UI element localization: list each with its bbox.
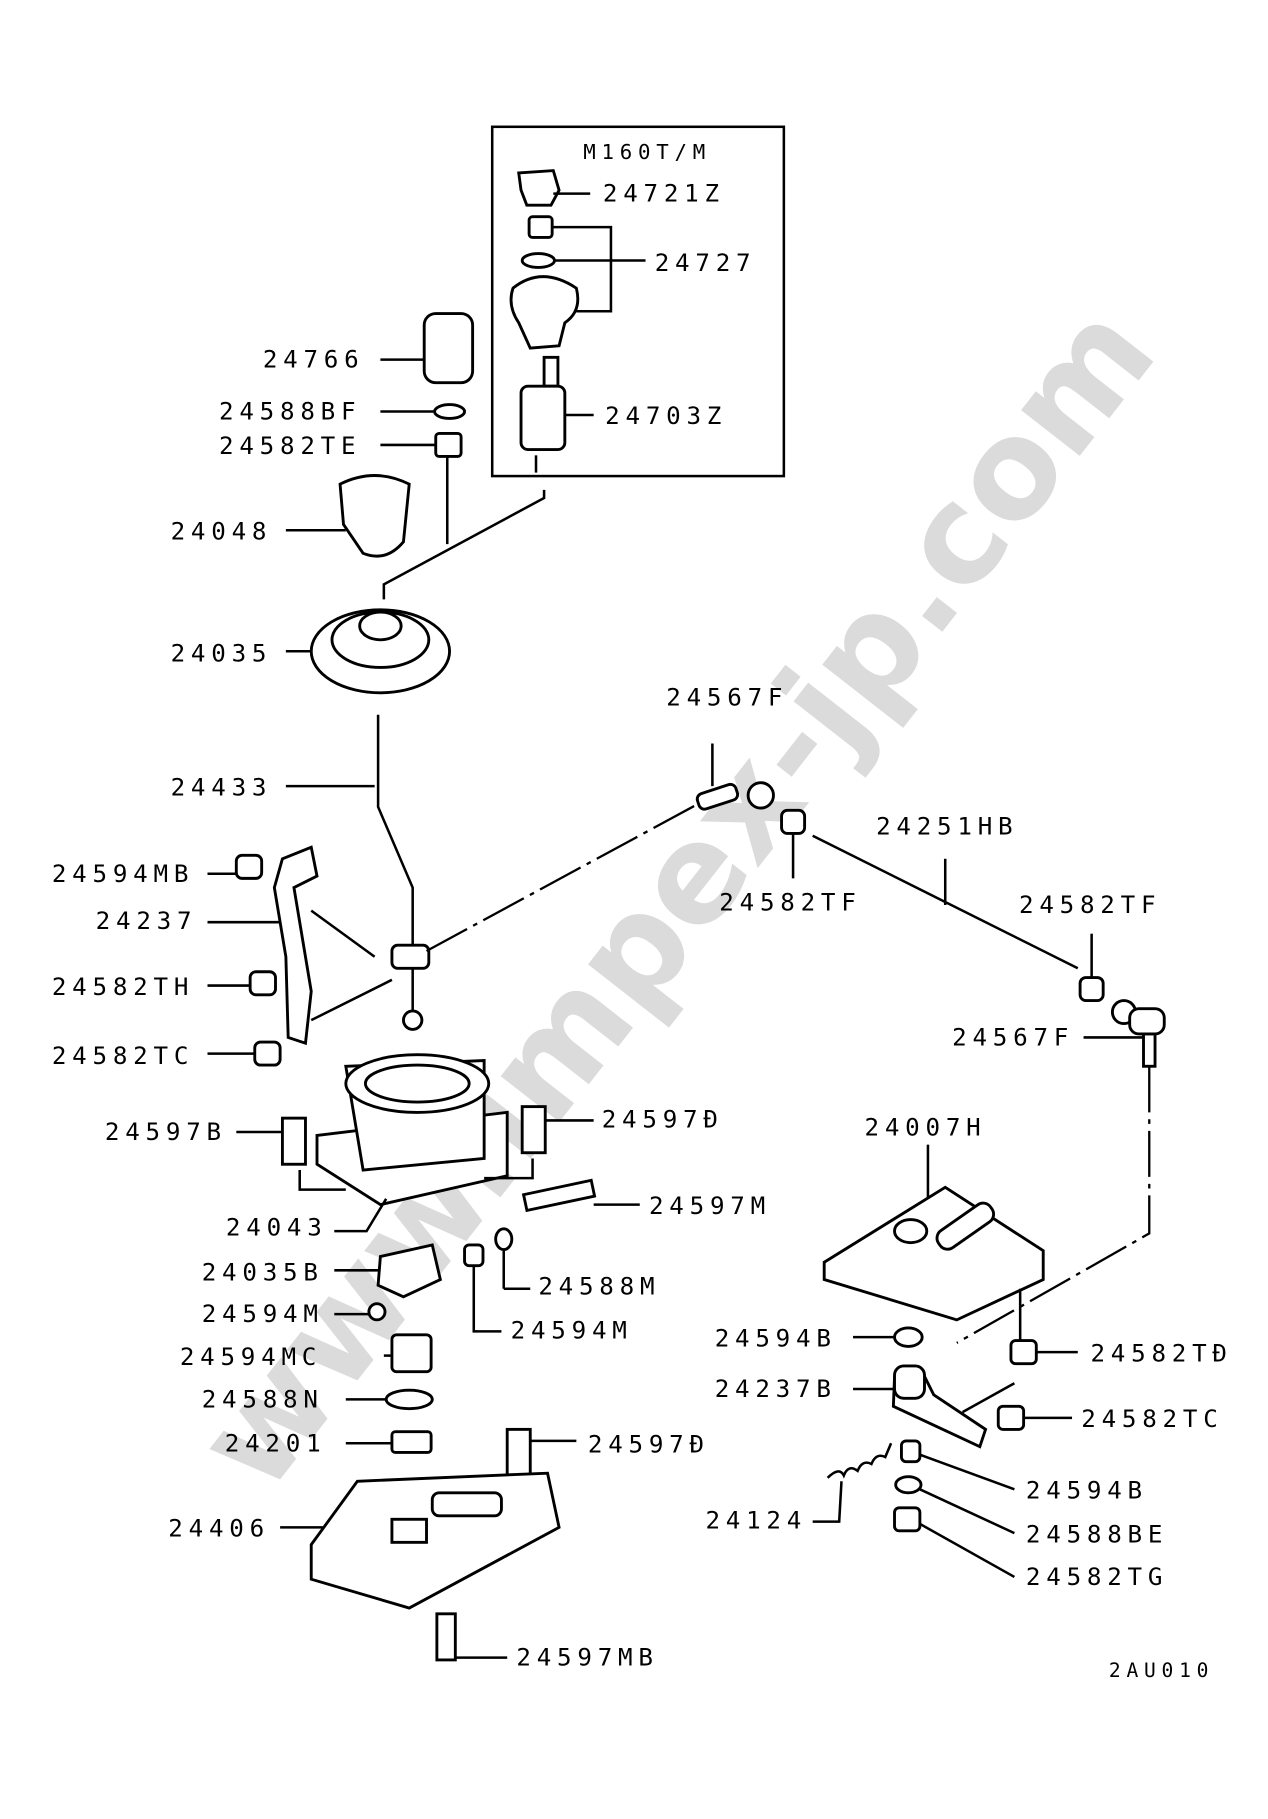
part-label-24035B[interactable]: 24035B: [202, 1259, 324, 1287]
part-label-24582TE[interactable]: 24582TE: [219, 432, 361, 460]
part-label-24567F-right[interactable]: 24567F: [952, 1024, 1074, 1052]
part-label-24035[interactable]: 24035: [171, 640, 273, 668]
part-label-24597MB[interactable]: 24597MB: [516, 1644, 658, 1672]
part-label-24588BF[interactable]: 24588BF: [219, 398, 361, 426]
part-label-24594MC[interactable]: 24594MC: [180, 1343, 322, 1371]
part-label-24237B[interactable]: 24237B: [715, 1375, 837, 1403]
part-label-24594M-a[interactable]: 24594M: [202, 1300, 324, 1328]
part-label-24582TD[interactable]: 24582TĐ: [1090, 1339, 1232, 1367]
part-label-24594MB[interactable]: 24594MB: [52, 860, 194, 888]
part-label-24597B[interactable]: 24597B: [105, 1118, 227, 1146]
shift-cover-part: [822, 1185, 1045, 1322]
part-label-24597D-a[interactable]: 24597Đ: [602, 1105, 724, 1133]
knob-part: [509, 275, 580, 350]
spring-part: [826, 1442, 893, 1479]
part-label-24433[interactable]: 24433: [171, 773, 273, 801]
drawing-code: 2AU010: [1109, 1659, 1214, 1682]
part-label-24582TG[interactable]: 24582TG: [1026, 1563, 1168, 1591]
part-label-24582TF-b[interactable]: 24582TF: [1019, 891, 1161, 919]
switch-part: [519, 355, 567, 452]
part-label-24043[interactable]: 24043: [226, 1214, 328, 1242]
part-label-24594M-b[interactable]: 24594M: [511, 1316, 633, 1344]
part-label-24766[interactable]: 24766: [263, 346, 365, 374]
lever-housing-part: [315, 1053, 509, 1207]
nut-part: [527, 215, 554, 239]
part-label-24582TC-right[interactable]: 24582TC: [1081, 1405, 1223, 1433]
washer-part: [433, 403, 466, 420]
rod-end-part: [1110, 999, 1166, 1068]
bracket-part: [272, 845, 319, 1046]
part-label-24721Z[interactable]: 24721Z: [603, 180, 725, 208]
part-label-24567F-top[interactable]: 24567F: [666, 683, 788, 711]
knob-cap-part: [517, 169, 561, 207]
part-label-24406[interactable]: 24406: [168, 1515, 270, 1543]
boot-cover-part: [422, 312, 475, 385]
lever-bracket-part: [891, 1364, 988, 1449]
shift-lever-part: [376, 714, 431, 1031]
part-label-24201[interactable]: 24201: [225, 1429, 327, 1457]
inset-box: [490, 125, 786, 478]
part-label-24588N[interactable]: 24588N: [202, 1385, 324, 1413]
shift-knob-part: [338, 474, 411, 558]
rod-end-part: [695, 781, 775, 811]
part-label-24582TF-a[interactable]: 24582TF: [719, 889, 861, 917]
part-label-24048[interactable]: 24048: [171, 517, 273, 545]
part-label-24597M[interactable]: 24597M: [649, 1192, 771, 1220]
shift-boot-part: [309, 608, 452, 695]
part-label-24588BE[interactable]: 24588BE: [1026, 1520, 1168, 1548]
part-label-24124[interactable]: 24124: [705, 1507, 807, 1535]
part-label-24727[interactable]: 24727: [655, 249, 757, 277]
washer-part: [520, 252, 556, 269]
part-label-24582TC-left[interactable]: 24582TC: [52, 1042, 194, 1070]
nut-part: [434, 431, 463, 458]
part-label-24237[interactable]: 24237: [96, 907, 198, 935]
part-label-24594B-b[interactable]: 24594B: [1026, 1477, 1148, 1505]
part-label-24007H[interactable]: 24007H: [865, 1113, 987, 1141]
part-label-24594B-a[interactable]: 24594B: [715, 1324, 837, 1352]
part-label-24251HB[interactable]: 24251HB: [876, 813, 1018, 841]
part-label-24703Z[interactable]: 24703Z: [605, 402, 727, 430]
part-label-24582TH[interactable]: 24582TH: [52, 973, 194, 1001]
inset-title: M160T/M: [583, 140, 711, 164]
bushing-part: [376, 1243, 443, 1299]
part-label-24597D-b[interactable]: 24597Đ: [588, 1430, 710, 1458]
part-label-24588M[interactable]: 24588M: [538, 1273, 660, 1301]
base-plate-part: [309, 1471, 561, 1610]
